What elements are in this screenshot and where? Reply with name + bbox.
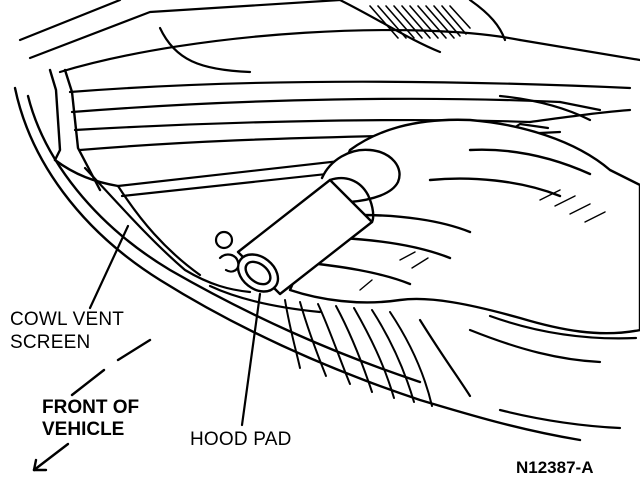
front-of-vehicle-line-1: FRONT OF — [42, 397, 140, 418]
front-of-vehicle-label: FRONT OF VEHICLE — [42, 398, 139, 439]
installer-hand — [288, 118, 640, 335]
hood-pad-label: HOOD PAD — [190, 429, 292, 450]
figure-id: N12387-A — [516, 458, 594, 477]
cowl-vent-screen-line-2: SCREEN — [10, 332, 91, 353]
windshield-panel — [18, 0, 640, 74]
vent-ribs — [284, 299, 433, 407]
hood-pad-shape — [236, 176, 375, 296]
hood-pad-leader — [240, 292, 262, 427]
leader-lines — [88, 224, 262, 427]
windshield-hatching — [369, 5, 471, 39]
cowl-vent-screen-label: COWL VENT SCREEN — [10, 310, 124, 352]
hand-detail-lines — [359, 189, 606, 291]
cowl-vent-screen-leader — [88, 224, 130, 310]
cowl-vent-screen-shape — [83, 166, 322, 314]
cowl-panel — [68, 80, 632, 152]
pad-clip — [214, 230, 240, 273]
front-of-vehicle-arrow — [32, 338, 152, 472]
cowl-vent-screen-line-1: COWL VENT — [10, 309, 125, 330]
front-of-vehicle-line-2: VEHICLE — [42, 419, 125, 440]
fender-edge — [13, 68, 582, 442]
